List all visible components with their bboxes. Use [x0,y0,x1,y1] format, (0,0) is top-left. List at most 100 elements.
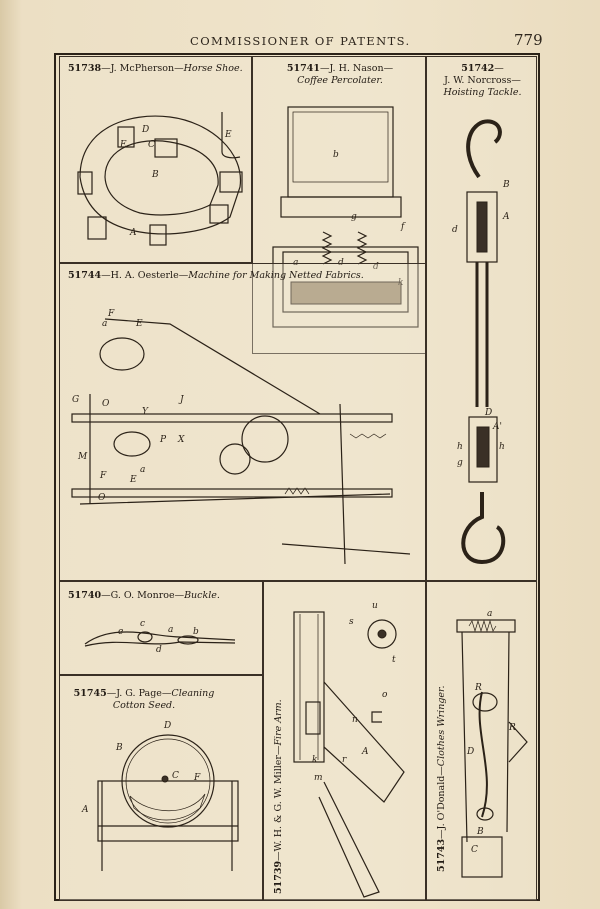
figure-label: h [499,442,505,452]
figure-label: o [382,690,388,700]
figure-label: E [119,140,127,150]
figure-label: a [102,319,107,329]
figure-netted-fabrics: F a E G O Y J P X M F E O a [71,309,411,565]
figure-label: k [398,278,403,288]
figure-label: P [159,435,167,445]
caption-buckle: 51740—G. O. Monroe—Buckle. [68,590,220,601]
caption-netted-fabrics: 51744—H. A. Oesterle—Machine for Making … [68,270,364,281]
figure-label: h [457,442,463,452]
running-head: COMMISSIONER OF PATENTS. [190,34,411,48]
figure-label: A [361,747,369,757]
figure-label: m [314,773,323,783]
caption-hoisting-tackle: 51742—J. W. Norcross—Hoisting Tackle. [443,63,522,98]
figure-label: A [502,212,510,222]
figure-label: b [333,150,339,160]
figure-label: f [400,222,406,232]
figure-label: D [466,747,474,757]
figure-buckle: e c a b d [84,619,236,655]
figure-label: B [115,743,123,753]
inventor: J. W. Norcross [444,75,512,86]
invention-title: Hoisting Tackle. [443,87,522,98]
figure-label: O [102,399,110,409]
caption-horse-shoe: 51738—J. McPherson—Horse Shoe. [68,63,243,74]
panel-coffee-percolater: 51741—J. H. Nason—Coffee Percolater. b g… [252,56,426,354]
figure-label: d [373,262,379,272]
figure-label: D [141,125,149,135]
figure-label: E [224,130,232,140]
figure-label: G [72,395,79,405]
figure-label: t [392,655,396,665]
figure-label: B [476,827,484,837]
inventor: G. O. Monroe [110,590,175,601]
figure-label: E [129,475,137,485]
figure-label: C [148,140,155,150]
figure-label: E [135,319,143,329]
figure-label: d [156,645,162,655]
inventor: J. H. Nason [329,63,384,74]
figure-label: d [452,225,458,235]
figure-label: C [471,845,478,855]
panel-hoisting-tackle: 51742—J. W. Norcross—Hoisting Tackle. B … [426,56,537,581]
figure-label: D [163,721,171,731]
panel-cotton-seed: 51745—J. G. Page—Cleaning Cotton Seed. D… [59,675,263,901]
figure-label: D [484,408,492,418]
invention-title: Horse Shoe. [183,63,243,74]
figure-label: F [107,309,115,319]
figure-label: A [81,805,89,815]
figure-label: e [118,627,123,637]
figure-label: R [508,723,516,733]
figure-clothes-wringer: a R R D B C [456,609,528,878]
figure-label: g [351,212,357,222]
figure-hoisting-tackle: B A d D A' h h g [452,119,510,565]
figure-label: A' [492,422,502,432]
figure-label: s [349,617,354,627]
figure-coffee-percolater: b g f a d d k [272,106,419,328]
figure-label: X [177,435,185,445]
invention-title: Cleaning Cotton Seed. [112,688,215,711]
figure-label: J [178,395,185,405]
figure-label: u [372,601,378,611]
figure-cotton-seed: D B C F A [81,721,239,871]
invention-title: Buckle. [184,590,220,601]
figure-label: B [151,170,159,180]
figure-label: R [474,683,482,693]
panel-clothes-wringer: 51743—J. O'Donald—Clothes Wringer. a R R… [426,581,537,901]
patent-number: 51742 [461,63,495,74]
figure-label: F [99,471,107,481]
panel-horse-shoe: 51738—J. McPherson—Horse Shoe. D E C E B… [59,56,252,263]
patent-number: 51738 [68,63,102,74]
figure-label: F [193,773,201,783]
patent-number: 51740 [68,590,102,601]
inventor: H. A. Oesterle [110,270,179,281]
invention-title: Coffee Percolater. [297,75,383,86]
panel-buckle: 51740—G. O. Monroe—Buckle. e c a b d [59,581,263,675]
figure-label: g [457,458,463,468]
figure-label: a [168,625,173,635]
figure-label: r [342,755,347,765]
figure-label: C [172,771,179,781]
patent-number: 51744 [68,270,102,281]
figure-label: a [140,465,145,475]
panel-netted-fabrics: 51744—H. A. Oesterle—Machine for Making … [59,263,426,581]
figure-label: Y [142,407,149,417]
caption-coffee-percolater: 51741—J. H. Nason—Coffee Percolater. [286,63,394,86]
patent-number: 51745 [73,688,107,699]
patent-number: 51741 [286,63,320,74]
figure-label: B [502,180,510,190]
figure-label: M [77,452,88,462]
figure-label: O [98,493,106,503]
figure-label: a [487,609,492,619]
inventor: J. McPherson [110,63,175,74]
figure-label: A [129,228,137,238]
panel-fire-arm: 51739—W. H. & G. W. Miller—Fire Arm. u s… [263,581,426,901]
figure-label: k [312,755,317,765]
figure-label: b [193,627,199,637]
invention-title: Machine for Making Netted Fabrics. [188,270,364,281]
figure-label: c [140,619,145,629]
caption-cotton-seed: 51745—J. G. Page—Cleaning Cotton Seed. [73,688,215,711]
figure-fire-arm: u s t o n A k m r [293,601,405,898]
inventor: J. G. Page [116,688,162,699]
figure-label: n [352,715,358,725]
page-number: 779 [514,31,543,49]
